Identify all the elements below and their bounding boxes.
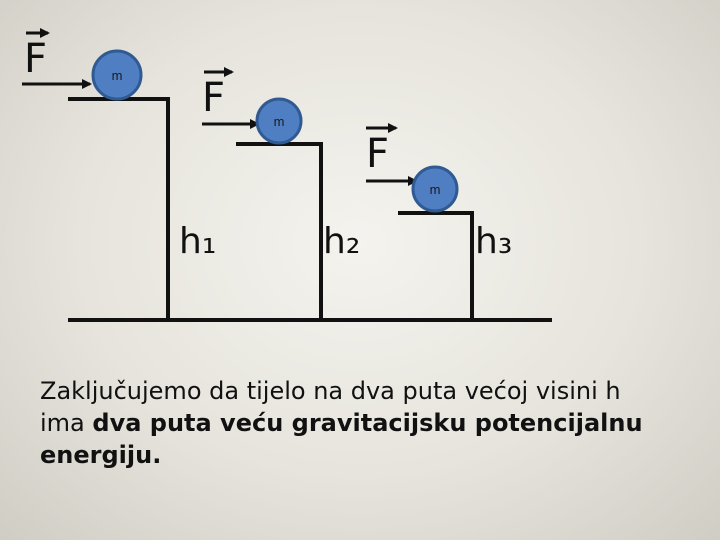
- force-1-label: F: [24, 36, 47, 82]
- force-3-label: F: [366, 131, 389, 177]
- mass-3-ball: [411, 165, 459, 213]
- conclusion-line-2-plain: ima: [40, 409, 93, 437]
- force-2: F: [202, 67, 260, 129]
- platform-3: [398, 211, 474, 320]
- height-label-h3: h₃: [475, 221, 512, 262]
- force-1: F: [22, 28, 92, 89]
- conclusion-line-3-bold: energiju.: [40, 441, 162, 469]
- mass-3: m: [411, 165, 459, 213]
- mass-2-label: m: [274, 114, 285, 129]
- conclusion-text: Zaključujemo da tijelo na dva puta većoj…: [40, 375, 700, 471]
- conclusion-line-1: Zaključujemo da tijelo na dva puta većoj…: [40, 377, 621, 405]
- platform-1: [68, 97, 170, 320]
- mass-3-label: m: [430, 182, 441, 197]
- height-label-h1: h₁: [179, 221, 216, 262]
- mass-2: m: [255, 97, 303, 145]
- mass-1-label: m: [112, 68, 123, 83]
- force-3: F: [366, 123, 418, 186]
- mass-1-ball: [91, 49, 143, 101]
- mass-2-ball: [255, 97, 303, 145]
- height-label-h2: h₂: [323, 221, 360, 262]
- conclusion-line-2-bold: dva puta veću gravitacijsku potencijalnu: [92, 409, 643, 437]
- conclusion-line-3: energiju.: [40, 439, 700, 471]
- conclusion-line-2: ima dva puta veću gravitacijsku potencij…: [40, 407, 700, 439]
- platform-2: [236, 142, 323, 320]
- mass-1: m: [91, 49, 143, 101]
- force-2-label: F: [202, 75, 225, 121]
